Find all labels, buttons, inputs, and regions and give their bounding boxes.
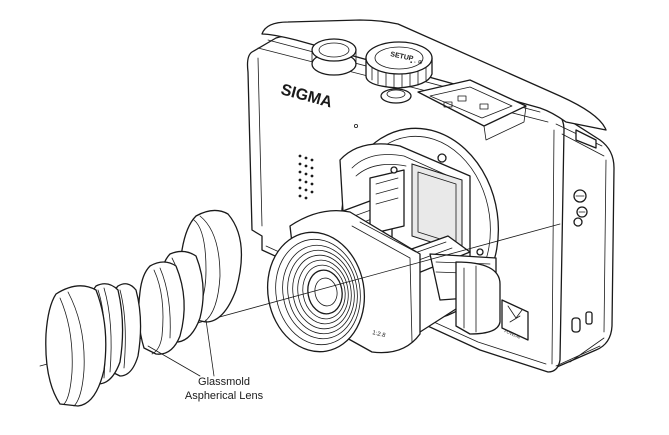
side-screws [571, 189, 593, 333]
callout-line-2: Aspherical Lens [185, 390, 264, 402]
sensor-badge: FOVEON [501, 299, 529, 341]
lens-element-4 [138, 261, 185, 355]
front-lens-barrel: 1:2.8 [266, 209, 421, 354]
shutter-button [311, 38, 357, 76]
power-button [380, 88, 412, 104]
callout-label: Glassmold Aspherical Lens [185, 376, 264, 402]
callout-leaders [147, 319, 215, 377]
badge-label: FOVEON [504, 328, 522, 339]
microphone-grille [298, 154, 314, 200]
callout-line-1: Glassmold [198, 376, 250, 388]
sensor-dot [353, 124, 358, 129]
top-controls: SETUP ▪ ◦ ⊕ [311, 38, 597, 149]
lens-elements-exploded [45, 209, 243, 407]
dial-label: SETUP [390, 51, 415, 63]
lens-element-1 [45, 285, 107, 407]
mode-dial: SETUP ▪ ◦ ⊕ [365, 41, 433, 89]
lens-marking: 1:2.8 [372, 330, 387, 339]
hot-shoe [417, 79, 527, 141]
svg-text:▪ ◦ ⊕: ▪ ◦ ⊕ [410, 60, 423, 66]
